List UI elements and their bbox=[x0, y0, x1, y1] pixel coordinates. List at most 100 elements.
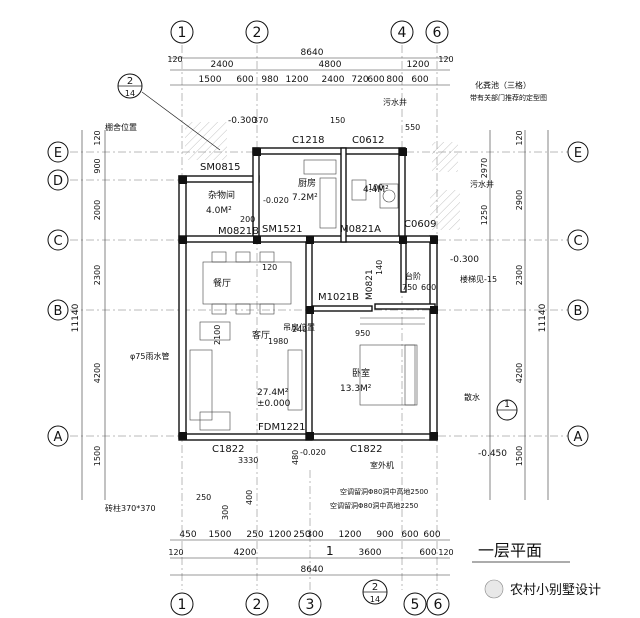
dim-950: 950 bbox=[355, 329, 370, 338]
top-dim-600c: 600 bbox=[411, 75, 428, 85]
axis-6-top: 6 bbox=[433, 25, 442, 41]
bottom-dim-120a: 120 bbox=[168, 548, 183, 557]
right-dim-4200: 4200 bbox=[515, 363, 524, 383]
axis-4-top: 4 bbox=[398, 25, 407, 41]
fan-position: 吊扇位置 bbox=[283, 322, 315, 332]
annotations: ±0.000 -0.300 -0.300 -0.450 -0.020 -0.02… bbox=[105, 80, 547, 558]
bottom-dim-600c: 600 bbox=[419, 548, 436, 558]
dim-300: 300 bbox=[221, 505, 230, 520]
room-bedroom-name: 卧室 bbox=[352, 367, 370, 379]
level-m020b: -0.020 bbox=[300, 448, 326, 457]
top-overall-dim: 8640 bbox=[301, 48, 324, 58]
left-dim-2000: 2000 bbox=[93, 200, 102, 220]
top-dim-800: 800 bbox=[386, 75, 403, 85]
label-c1822a: C1822 bbox=[212, 444, 244, 455]
watermark-text: 农村小别墅设计 bbox=[510, 583, 601, 598]
dim-370: 370 bbox=[253, 116, 268, 125]
axis-d-left: D bbox=[53, 174, 63, 189]
room-living-name: 客厅 bbox=[252, 329, 270, 341]
left-dim-4200: 4200 bbox=[93, 363, 102, 383]
outdoor-unit: 室外机 bbox=[370, 460, 394, 470]
label-m0821c: M0821 bbox=[365, 269, 375, 300]
drawing-title-text: 一层平面 bbox=[478, 541, 542, 560]
bottom-dim-4200: 4200 bbox=[234, 548, 257, 558]
hatched-areas bbox=[185, 122, 460, 230]
dim-3330: 3330 bbox=[238, 456, 258, 465]
structural-columns bbox=[179, 148, 438, 440]
kitchen-fixtures bbox=[303, 159, 337, 229]
dim-140: 140 bbox=[375, 260, 384, 275]
section-mark-b-num: 2 bbox=[372, 582, 378, 593]
dim-750: 750 bbox=[402, 283, 417, 292]
dim-600: 600 bbox=[421, 283, 436, 292]
dim-200: 200 bbox=[240, 215, 255, 224]
bottom-dim-300: 300 bbox=[306, 530, 323, 540]
watermark: 农村小别墅设计 bbox=[484, 579, 601, 599]
axis-a-left: A bbox=[54, 430, 63, 445]
room-labels: 杂物间 4.0M² 厨房 7.2M² 4.4M² 餐厅 客厅 27.4M² 卧室… bbox=[206, 177, 389, 398]
level-m450: -0.450 bbox=[478, 449, 507, 459]
dim-400: 400 bbox=[245, 490, 254, 505]
left-dim-900: 900 bbox=[93, 158, 102, 173]
room-dining-name: 餐厅 bbox=[213, 277, 231, 289]
right-dim-1500: 1500 bbox=[515, 446, 524, 466]
axis-c-left: C bbox=[53, 234, 62, 249]
dim-100: 100 bbox=[368, 183, 383, 192]
right-dim-2900: 2900 bbox=[515, 190, 524, 210]
ac-hole-2: 空调留洞Φ80洞中高地2250 bbox=[330, 501, 418, 510]
top-dim-120b: 120 bbox=[438, 55, 453, 64]
dim-1980: 1980 bbox=[268, 337, 288, 346]
drawing-title: 一层平面 bbox=[472, 541, 570, 563]
section-1-mark: 1 bbox=[326, 544, 334, 558]
bottom-dim-1200: 1200 bbox=[269, 530, 292, 540]
axis-6-bottom: 6 bbox=[434, 597, 443, 613]
axis-b-left: B bbox=[54, 304, 63, 319]
septic-label: 化粪池（三格） bbox=[475, 80, 531, 90]
well-label-2: 污水井 bbox=[470, 179, 494, 189]
label-c1822b: C1822 bbox=[350, 444, 382, 455]
dim-150: 150 bbox=[330, 116, 345, 125]
section-mark-a-den: 14 bbox=[125, 89, 135, 98]
left-dim-120: 120 bbox=[93, 130, 102, 145]
level-m020a: -0.020 bbox=[263, 196, 289, 205]
septic-note: 带有关部门推荐的定型图 bbox=[470, 93, 547, 102]
top-dim-4800: 4800 bbox=[319, 60, 342, 70]
axis-2-bottom: 2 bbox=[253, 597, 262, 613]
axis-lines bbox=[70, 45, 570, 590]
right-axis-bubbles: E C B A bbox=[567, 141, 589, 447]
bottom-dim-1200b: 1200 bbox=[339, 530, 362, 540]
level-0: ±0.000 bbox=[257, 399, 291, 409]
dim-120: 120 bbox=[262, 263, 277, 272]
top-dimensions: 8640 2400 4800 1200 120 120 1500 600 980… bbox=[167, 48, 454, 86]
room-storage-name: 杂物间 bbox=[208, 189, 235, 201]
right-dim-120: 120 bbox=[515, 130, 524, 145]
ac-hole-1: 空调留洞Φ80洞中高地2500 bbox=[340, 487, 428, 496]
bed bbox=[359, 317, 425, 406]
label-fdm1221: FDM1221 bbox=[258, 422, 306, 433]
axis-b-right: B bbox=[574, 304, 583, 319]
axis-e-left: E bbox=[54, 146, 62, 161]
label-sm0815: SM0815 bbox=[200, 162, 240, 173]
top-dim-1200b: 1200 bbox=[286, 75, 309, 85]
opening-labels: SM1521 SM0815 C1218 C0612 C0609 M0821B M… bbox=[200, 135, 436, 455]
left-dim-2300: 2300 bbox=[93, 265, 102, 285]
bottom-dim-900: 900 bbox=[376, 530, 393, 540]
room-living-area: 27.4M² bbox=[257, 388, 289, 398]
left-dim-1500: 1500 bbox=[93, 446, 102, 466]
section-mark-b-den: 14 bbox=[370, 595, 380, 604]
bottom-dim-1500: 1500 bbox=[209, 530, 232, 540]
room-bath-area: 4.4M² bbox=[363, 185, 389, 195]
bottom-dim-3600: 3600 bbox=[359, 548, 382, 558]
section-marks: 2 14 2 14 1 bbox=[117, 73, 518, 605]
level-m300b: -0.300 bbox=[450, 255, 479, 265]
left-overall-dim: 11140 bbox=[71, 303, 81, 332]
drainpipe-label: φ75雨水管 bbox=[130, 351, 169, 361]
bottom-dim-250: 250 bbox=[246, 530, 263, 540]
top-dim-2400: 2400 bbox=[211, 60, 234, 70]
well-label-1: 污水井 bbox=[383, 97, 407, 107]
top-dim-600: 600 bbox=[236, 75, 253, 85]
bottom-dim-250b: 250 bbox=[293, 530, 310, 540]
top-dim-980: 980 bbox=[261, 75, 278, 85]
top-dim-720: 720 bbox=[351, 75, 368, 85]
label-c0612: C0612 bbox=[352, 135, 384, 146]
